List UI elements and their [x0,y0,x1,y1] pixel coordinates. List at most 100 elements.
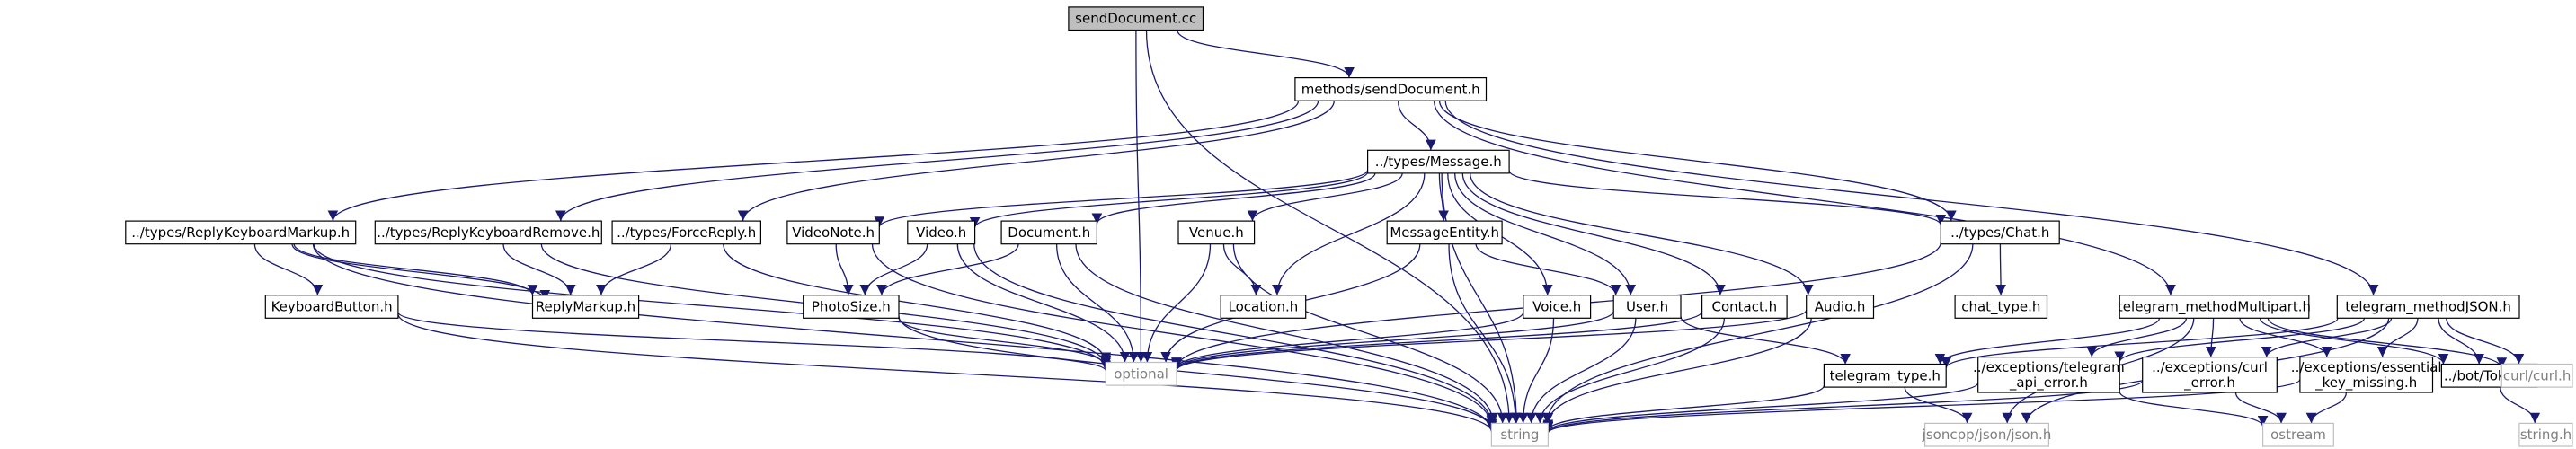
node-location[interactable]: Location.h [1220,295,1307,319]
node-label-stringh: string.h [2520,427,2572,443]
edge-video-to-string [973,243,1497,426]
edge-video-to-photosize [859,243,928,295]
node-label-essential-line-1: _key_missing.h [2314,374,2417,392]
node-box-jsoncpp [1924,422,2050,447]
edge-methods-to-message [1397,101,1436,151]
edge-videonote-to-photosize [835,243,854,295]
node-box-video [907,220,976,245]
edge-tmultipart-to-token [2259,318,2449,365]
node-label-audio: Audio.h [1815,299,1866,315]
edge-photosize-to-string [898,315,1497,430]
node-label-curl: curl/curl.h [2503,367,2572,383]
node-forcereply[interactable]: ../types/ForceReply.h [611,220,761,245]
node-label-kbbutton: KeyboardButton.h [271,299,393,315]
node-box-optional [1105,361,1177,386]
edge-message-to-msgentity [1438,172,1449,222]
node-label-ostream: ostream [2270,427,2326,443]
node-box-replymarkup [531,295,640,319]
edge-tapierr-to-ostream [2119,392,2269,427]
node-string: string [1490,422,1550,447]
node-label-forcereply: ../types/ForceReply.h [617,224,756,241]
node-photosize[interactable]: PhotoSize.h [803,295,900,319]
node-box-chattype [1954,295,2048,319]
node-box-root [1068,6,1204,31]
edge-forcereply-to-replymarkup [596,243,672,295]
edge-methods-to-rkr [555,101,1319,222]
node-stringh: string.h [2518,422,2573,447]
node-rkr[interactable]: ../types/ReplyKeyboardRemove.h [374,220,602,245]
node-box-msgentity [1386,220,1503,245]
node-box-videonote [786,220,880,245]
edge-user-to-optional [1171,311,1614,370]
node-label-video: Video.h [916,224,966,241]
edge-message-to-videonote [874,170,1369,228]
node-box-string [1490,422,1550,447]
node-box-audio [1806,295,1875,319]
node-box-user [1612,295,1682,319]
node-box-rkr [374,220,602,245]
node-box-rkm [125,220,357,245]
node-box-message [1366,149,1510,174]
node-label-photosize: PhotoSize.h [812,299,891,315]
node-label-jsoncpp: jsoncpp/json/json.h [1922,427,2052,443]
node-box-essential [2299,357,2434,393]
node-tjson[interactable]: telegram_methodJSON.h [2336,295,2520,319]
node-curlerr[interactable]: ../exceptions/curl_error.h [2142,357,2278,393]
edge-chat-to-string [1541,243,1974,424]
node-label-chat: ../types/Chat.h [1950,224,2049,241]
node-voice[interactable]: Voice.h [1523,295,1592,319]
node-message[interactable]: ../types/Message.h [1366,149,1510,174]
node-jsoncpp: jsoncpp/json/json.h [1922,422,2052,447]
edge-message-to-user [1454,172,1637,295]
node-replymarkup[interactable]: ReplyMarkup.h [531,295,640,319]
node-label-document: Document.h [1008,224,1090,241]
node-essential[interactable]: ../exceptions/essential_key_missing.h [2291,357,2442,393]
edge-tjson-to-essential [2376,318,2419,357]
node-tmultipart[interactable]: telegram_methodMultipart.h [2118,295,2311,319]
node-chattype[interactable]: chat_type.h [1954,295,2048,319]
node-rkm[interactable]: ../types/ReplyKeyboardMarkup.h [125,220,357,245]
edge-essential-to-ostream [2305,392,2348,424]
node-label-essential-line-0: ../exceptions/essential [2291,359,2442,375]
node-box-methods [1294,76,1488,101]
node-label-venue: Venue.h [1189,224,1244,241]
edge-chat-to-chattype [1995,243,2006,295]
node-label-contact: Contact.h [1711,299,1777,315]
edge-document-to-optional [1055,243,1140,363]
node-box-curl [2500,363,2573,388]
edge-venue-to-string [1232,243,1508,424]
node-label-ttype: telegram_type.h [1830,367,1941,384]
edge-tmultipart-to-curlerr [2205,318,2216,357]
node-venue[interactable]: Venue.h [1177,220,1256,245]
edge-msgentity-to-user [1475,243,1621,295]
node-root[interactable]: sendDocument.cc [1068,6,1204,31]
node-box-venue [1177,220,1256,245]
node-tapierr[interactable]: ../exceptions/telegram_api_error.h [1973,357,2125,393]
edge-photosize-to-optional [898,317,1112,366]
node-kbbutton[interactable]: KeyboardButton.h [264,295,399,319]
edge-video-to-optional [956,243,1131,363]
node-methods[interactable]: methods/sendDocument.h [1294,76,1488,101]
edge-contact-to-optional [1171,311,1703,371]
node-optional: optional [1105,361,1177,386]
node-chat[interactable]: ../types/Chat.h [1940,220,2060,245]
node-video[interactable]: Video.h [907,220,976,245]
node-box-tapierr [1977,357,2120,393]
edge-audio-to-string [1542,318,1812,424]
edge-tjson-to-curlerr [2261,318,2393,357]
node-box-location [1220,295,1307,319]
node-user[interactable]: User.h [1612,295,1682,319]
node-box-photosize [803,295,900,319]
node-msgentity[interactable]: MessageEntity.h [1386,220,1503,245]
node-contact[interactable]: Contact.h [1701,295,1788,319]
node-audio[interactable]: Audio.h [1806,295,1875,319]
node-document[interactable]: Document.h [1000,220,1097,245]
edge-tjson-to-curl [2446,318,2525,365]
node-ttype[interactable]: telegram_type.h [1823,363,1947,388]
edge-user-to-ttype [1680,316,1851,365]
node-videonote[interactable]: VideoNote.h [786,220,880,245]
edge-ttype-to-string [1542,385,1825,431]
node-label-rkm: ../types/ReplyKeyboardMarkup.h [131,224,350,241]
node-label-rkr: ../types/ReplyKeyboardRemove.h [377,224,600,241]
